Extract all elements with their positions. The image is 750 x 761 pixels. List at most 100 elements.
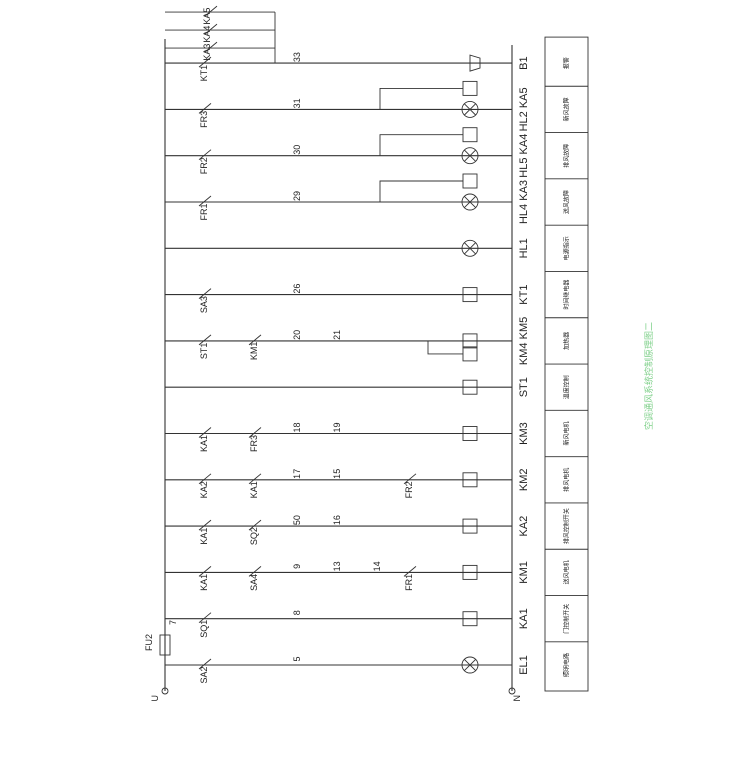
contact-label: KA5	[202, 8, 212, 25]
panel-cell-label: 新风故障	[563, 97, 571, 121]
wire-7-label: 7	[168, 620, 178, 625]
circuit-row	[165, 456, 588, 488]
contact-symbol	[248, 473, 262, 485]
contact-symbol	[198, 566, 212, 577]
panel-cell-label: 送风电机	[563, 560, 571, 584]
coil-symbol	[462, 379, 478, 395]
contact-label: SQ1	[199, 620, 209, 638]
coil-symbol-km5	[462, 346, 478, 362]
coil-symbol	[462, 426, 478, 441]
lamp-cross	[464, 196, 476, 208]
relay-coil-symbol	[462, 127, 478, 143]
wire-number: 16	[332, 515, 342, 525]
coil-symbol	[462, 333, 478, 349]
relay-coil-symbol	[462, 80, 478, 96]
circuit-row	[165, 127, 588, 165]
wire-number: 20	[292, 330, 302, 340]
circuit-row	[165, 271, 588, 303]
device-label: HL4 KA3	[518, 180, 530, 224]
lamp-symbol	[461, 239, 479, 257]
terminal-n	[508, 687, 516, 695]
contact-label: KA3	[202, 44, 212, 61]
contact-label: KA1	[249, 481, 259, 498]
circuit-row	[165, 502, 588, 534]
contact-symbol	[198, 288, 212, 299]
contact-label: SQ2	[249, 527, 259, 545]
lamp-symbol	[461, 147, 479, 165]
circuit-row	[165, 363, 588, 395]
device-label: KM3	[518, 422, 530, 445]
wire-number: 21	[332, 330, 342, 340]
contact-label: KA2	[199, 481, 209, 498]
fuse-fu2-label: FU2	[144, 634, 154, 651]
contact-symbol	[198, 519, 212, 531]
lamp-cross	[464, 103, 476, 116]
contact-symbol	[248, 334, 262, 346]
contact-label: SA2	[199, 666, 209, 683]
wire-number: 9	[292, 564, 302, 569]
device-label: HL5 KA4	[518, 134, 530, 178]
device-label: HL1	[518, 238, 530, 258]
device-label: B1	[518, 56, 530, 69]
wire-number: 31	[292, 98, 302, 108]
wire-number: 30	[292, 145, 302, 155]
panel-cell-label: 温度控制	[563, 375, 571, 399]
panel-cell-label: 电源指示	[563, 236, 571, 260]
device-label: EL1	[518, 655, 530, 675]
circuit-row	[165, 409, 588, 441]
label-u: U	[150, 695, 160, 702]
circuit-row	[165, 54, 512, 72]
contact-label: KA4	[202, 26, 212, 43]
wire-number: 26	[292, 284, 302, 294]
label-n: N	[512, 695, 522, 702]
relay-branch-wire	[379, 180, 463, 202]
panel-cell-label: 排风控制开关	[563, 508, 571, 544]
contact-label: FR1	[199, 203, 209, 220]
device-label: KA1	[518, 608, 530, 629]
contact-label: FR3	[249, 435, 259, 452]
device-label: KM1	[518, 561, 530, 584]
panel-cell-label: 加热器	[563, 332, 571, 350]
wire-number: 50	[292, 515, 302, 525]
contact-symbol	[403, 566, 417, 577]
lamp-symbol	[461, 656, 479, 674]
panel-cell-label: 排风故障	[563, 144, 571, 168]
contact-symbol	[198, 473, 212, 485]
device-label: KT1	[518, 285, 530, 305]
parallel-coil-wire	[427, 340, 463, 355]
relay-coil-symbol	[462, 173, 478, 189]
contact-label: KT1	[199, 65, 209, 82]
contact-symbol	[204, 23, 218, 35]
wire-number: 15	[332, 469, 342, 479]
contact-symbol	[198, 612, 212, 624]
wire-number: 17	[292, 469, 302, 479]
contact-label: SA4	[249, 574, 259, 591]
coil-symbol	[462, 287, 478, 303]
contact-label: FR2	[199, 157, 209, 174]
contact-label: KA1	[199, 435, 209, 452]
circuit-row	[165, 173, 588, 211]
contact-symbol	[198, 149, 212, 161]
panel-cell-label: 排风电机	[563, 468, 571, 492]
wire-number: 14	[372, 561, 382, 571]
contact-symbol	[204, 41, 218, 53]
wire-number: 33	[292, 52, 302, 62]
contact-label: ST1	[199, 343, 209, 360]
device-label: KM2	[518, 468, 530, 491]
contact-symbol	[198, 334, 212, 346]
contact-label: FR1	[404, 574, 414, 591]
panel-cell-label: 时间继电器	[563, 280, 571, 310]
contact-symbol	[248, 519, 262, 531]
wire-number: 19	[332, 422, 342, 432]
wire-number: 18	[292, 422, 302, 432]
lamp-symbol	[461, 100, 479, 118]
wire-number: 29	[292, 191, 302, 201]
contact-label: KM1	[249, 342, 259, 361]
buzzer-symbol	[469, 54, 481, 72]
contact-label: KA1	[199, 528, 209, 545]
contact-label: SA3	[199, 296, 209, 313]
coil-symbol	[462, 472, 478, 488]
panel-cell-label: 照明电路	[563, 653, 571, 677]
contact-symbol	[198, 658, 212, 670]
lamp-cross	[464, 659, 476, 671]
